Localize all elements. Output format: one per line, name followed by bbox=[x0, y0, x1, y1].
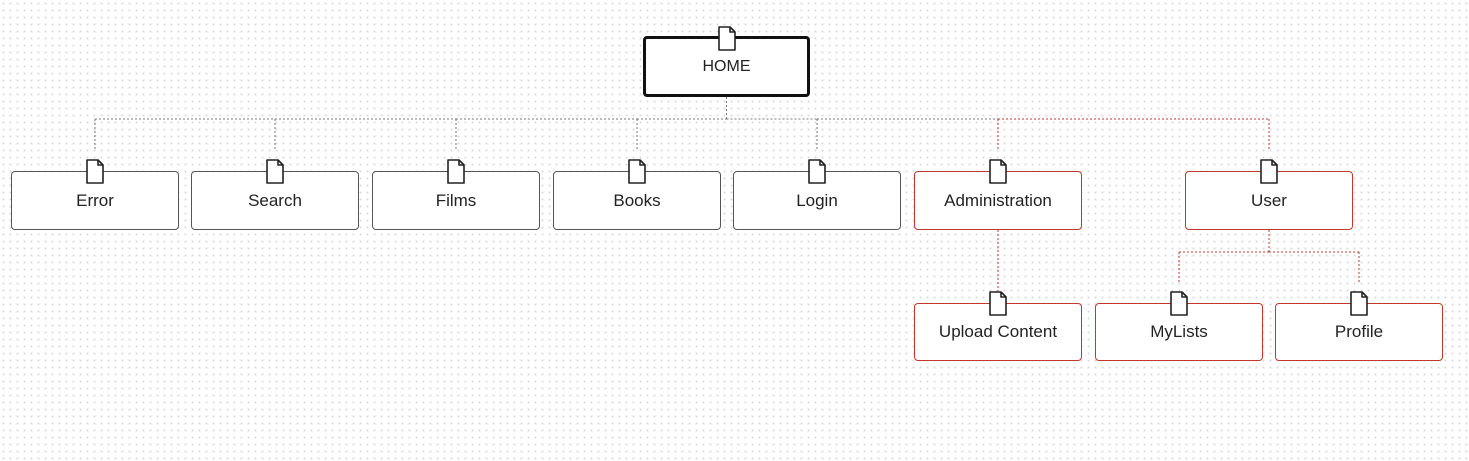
node-label: User bbox=[1251, 190, 1287, 210]
page-icon bbox=[1170, 291, 1188, 316]
page-icon bbox=[628, 159, 646, 184]
node-films[interactable]: Films bbox=[372, 159, 540, 230]
node-label: MyLists bbox=[1150, 322, 1208, 341]
page-icon bbox=[1350, 291, 1368, 316]
node-search[interactable]: Search bbox=[191, 159, 359, 230]
node-error[interactable]: Error bbox=[11, 159, 179, 230]
page-icon bbox=[717, 26, 736, 51]
node-label: Search bbox=[248, 190, 302, 210]
node-label: Error bbox=[76, 190, 114, 210]
node-home[interactable]: HOME bbox=[643, 26, 810, 97]
node-user[interactable]: User bbox=[1185, 159, 1353, 230]
page-icon bbox=[447, 159, 465, 184]
node-label: Login bbox=[796, 190, 838, 210]
node-label: Upload Content bbox=[938, 322, 1058, 341]
node-label: Films bbox=[435, 190, 477, 210]
node-label: HOME bbox=[702, 57, 751, 75]
page-icon bbox=[989, 159, 1007, 184]
node-login[interactable]: Login bbox=[733, 159, 901, 230]
node-administration[interactable]: Administration bbox=[914, 159, 1082, 230]
page-icon bbox=[808, 159, 826, 184]
page-icon bbox=[86, 159, 104, 184]
page-icon bbox=[1260, 159, 1278, 184]
node-upload-content[interactable]: Upload Content bbox=[914, 291, 1082, 361]
page-icon bbox=[266, 159, 284, 184]
node-mylists[interactable]: MyLists bbox=[1095, 291, 1263, 361]
node-label: Books bbox=[613, 190, 661, 210]
node-label: Administration bbox=[944, 190, 1052, 210]
node-profile[interactable]: Profile bbox=[1275, 291, 1443, 361]
node-label: Profile bbox=[1334, 322, 1384, 341]
page-icon bbox=[989, 291, 1007, 316]
node-books[interactable]: Books bbox=[553, 159, 721, 230]
